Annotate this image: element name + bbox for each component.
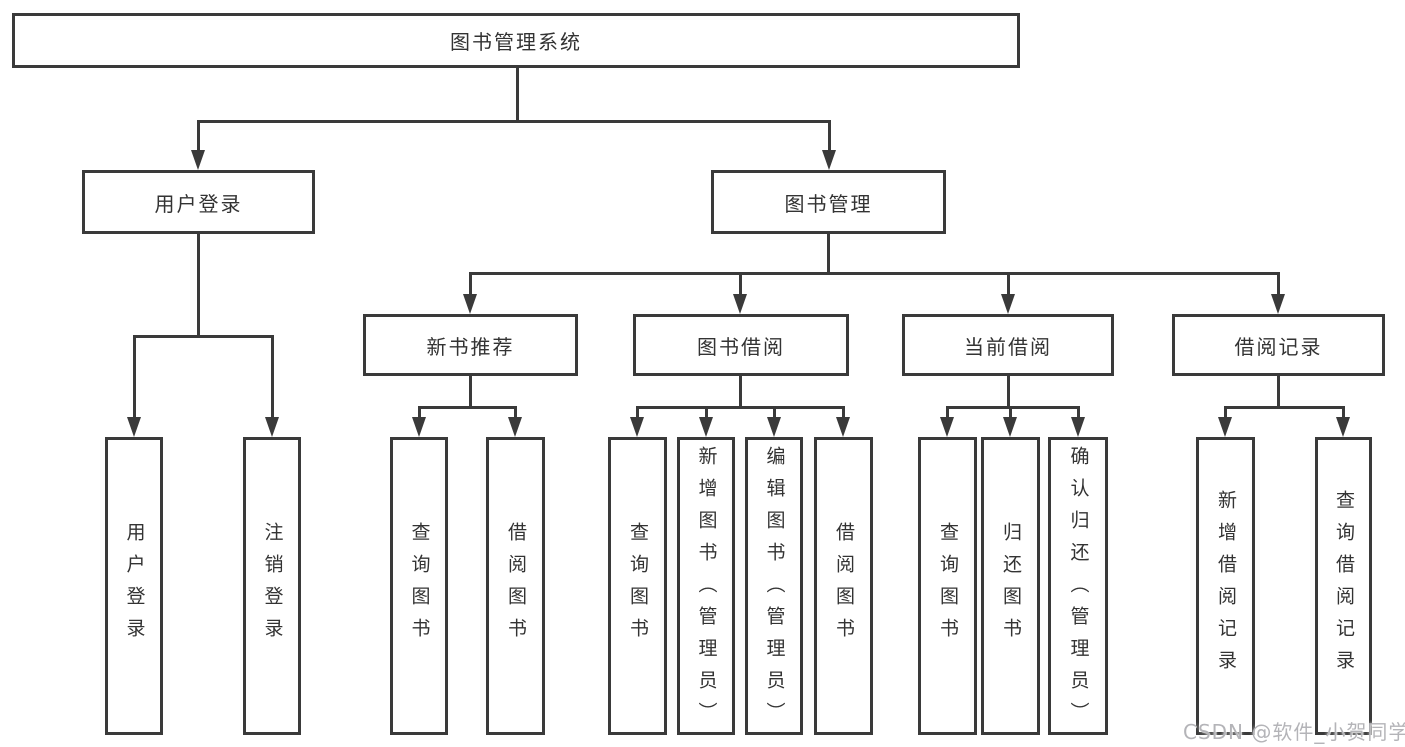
- arrow-down-icon: [412, 417, 426, 437]
- connector-line: [705, 406, 708, 419]
- connector-line: [133, 335, 136, 419]
- node-current-borrowing: 当前借阅: [902, 314, 1114, 376]
- arrow-down-icon: [127, 417, 141, 437]
- arrow-down-icon: [508, 417, 522, 437]
- leaf-return-book: 归还图书: [981, 437, 1040, 735]
- connector-line: [636, 406, 844, 409]
- node-book-management: 图书管理: [711, 170, 946, 234]
- arrow-down-icon: [265, 417, 279, 437]
- node-borrowing-records: 借阅记录: [1172, 314, 1385, 376]
- connector-line: [1224, 406, 1344, 409]
- arrow-down-icon: [1218, 417, 1232, 437]
- arrow-down-icon: [191, 150, 205, 170]
- leaf-add-borrow-record: 新增借阅记录: [1196, 437, 1255, 735]
- connector-line: [1277, 376, 1280, 406]
- connector-line: [946, 406, 949, 419]
- connector-line: [197, 120, 200, 152]
- leaf-user-login: 用户登录: [105, 437, 163, 735]
- leaf-confirm-return-admin: 确认归还（管理员）: [1048, 437, 1108, 735]
- leaf-query-books-current: 查询图书: [918, 437, 977, 735]
- arrow-down-icon: [463, 294, 477, 314]
- arrow-down-icon: [822, 150, 836, 170]
- connector-line: [197, 234, 200, 335]
- arrow-down-icon: [630, 417, 644, 437]
- connector-line: [197, 120, 831, 123]
- connector-line: [1007, 376, 1010, 406]
- arrow-down-icon: [1003, 417, 1017, 437]
- connector-line: [271, 335, 274, 419]
- connector-line: [842, 406, 845, 419]
- connector-line: [1277, 272, 1280, 296]
- leaf-query-books-recommend: 查询图书: [390, 437, 448, 735]
- connector-line: [133, 335, 274, 338]
- leaf-query-books-borrowing: 查询图书: [608, 437, 667, 735]
- connector-line: [516, 68, 519, 120]
- connector-line: [828, 120, 831, 152]
- leaf-query-borrow-record: 查询借阅记录: [1315, 437, 1372, 735]
- connector-line: [946, 406, 1079, 409]
- connector-line: [1077, 406, 1080, 419]
- arrow-down-icon: [836, 417, 850, 437]
- leaf-add-book-admin: 新增图书（管理员）: [677, 437, 735, 735]
- arrow-down-icon: [940, 417, 954, 437]
- arrow-down-icon: [1001, 294, 1015, 314]
- node-book-borrowing: 图书借阅: [633, 314, 849, 376]
- connector-line: [827, 234, 830, 272]
- arrow-down-icon: [1336, 417, 1350, 437]
- arrow-down-icon: [1071, 417, 1085, 437]
- arrow-down-icon: [767, 417, 781, 437]
- leaf-logout: 注销登录: [243, 437, 301, 735]
- connector-line: [773, 406, 776, 419]
- node-new-book-recommend: 新书推荐: [363, 314, 578, 376]
- leaf-borrow-books-recommend: 借阅图书: [486, 437, 545, 735]
- connector-line: [418, 406, 516, 409]
- leaf-borrow-books-borrowing: 借阅图书: [814, 437, 873, 735]
- connector-line: [469, 272, 1280, 275]
- connector-line: [469, 376, 472, 406]
- connector-line: [469, 272, 472, 296]
- connector-line: [1009, 406, 1012, 419]
- arrow-down-icon: [1271, 294, 1285, 314]
- arrow-down-icon: [733, 294, 747, 314]
- connector-line: [1224, 406, 1227, 419]
- connector-line: [514, 406, 517, 419]
- connector-line: [739, 376, 742, 406]
- csdn-watermark: CSDN @软件_小贺同学: [1183, 720, 1405, 744]
- connector-line: [418, 406, 421, 419]
- connector-line: [1342, 406, 1345, 419]
- connector-line: [1007, 272, 1010, 296]
- arrow-down-icon: [699, 417, 713, 437]
- connector-line: [636, 406, 639, 419]
- connector-line: [739, 272, 742, 296]
- node-user-login: 用户登录: [82, 170, 315, 234]
- leaf-edit-book-admin: 编辑图书（管理员）: [745, 437, 803, 735]
- node-library-management-system: 图书管理系统: [12, 13, 1020, 68]
